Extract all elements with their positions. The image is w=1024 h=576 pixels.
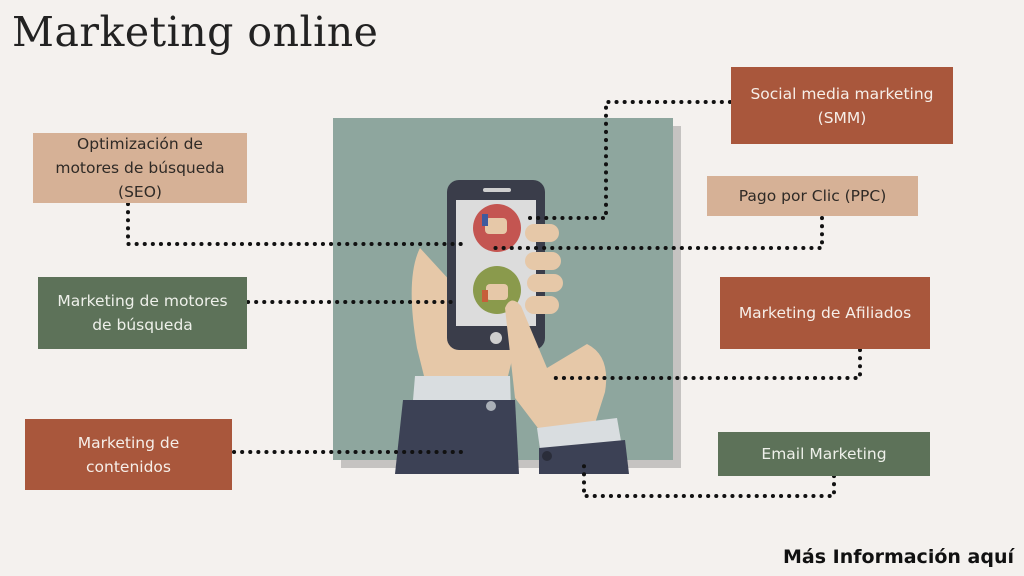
content-box: Marketing de contenidos — [25, 419, 232, 490]
connector-affiliate — [554, 350, 860, 378]
affiliate-box: Marketing de Afiliados — [720, 277, 930, 349]
connector-seo — [128, 204, 468, 244]
seo-box: Optimización de motores de búsqueda (SEO… — [33, 133, 247, 203]
sem-box: Marketing de motores de búsqueda — [38, 277, 247, 349]
more-info-link[interactable]: Más Información aquí — [783, 546, 1014, 568]
email-box: Email Marketing — [718, 432, 930, 476]
connector-smm — [530, 102, 730, 218]
ppc-box: Pago por Clic (PPC) — [707, 176, 918, 216]
connector-ppc — [490, 218, 822, 248]
smm-box: Social media marketing (SMM) — [731, 67, 953, 144]
